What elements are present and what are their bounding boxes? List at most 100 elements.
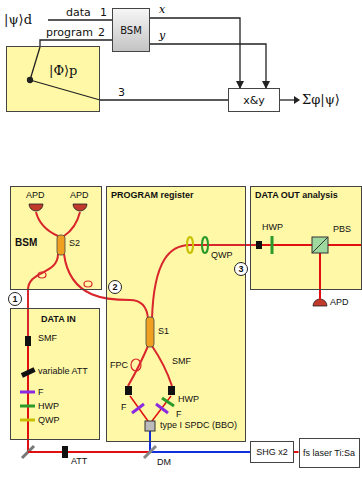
program-state-box: |Φ⟩p [6, 46, 100, 112]
node-label: BSM [15, 237, 37, 248]
part-name: HWP [262, 222, 283, 232]
node-label: DATA OUT analysis [255, 190, 338, 200]
detectors [29, 204, 327, 306]
bsm-box: BSM [112, 8, 150, 52]
pump-path [28, 431, 250, 458]
part-name: DM [157, 457, 171, 467]
entangled-source [28, 47, 101, 100]
variable-attenuator [21, 367, 36, 377]
signal-name: y [158, 30, 166, 42]
fiber-loop [38, 272, 46, 278]
node-label: BSM [120, 25, 142, 36]
fiber-coupler-lens [168, 386, 175, 395]
collimator [25, 336, 31, 346]
part-name: FPC [110, 360, 128, 370]
half-wave-plate [20, 405, 35, 408]
splitter-diagonal [312, 237, 328, 253]
part-name: SMF [38, 333, 57, 343]
program-fill [6, 46, 100, 112]
connector [150, 44, 266, 88]
node-label: fs laser Ti:Sa [303, 448, 355, 458]
connector [100, 99, 228, 100]
data-in-fill [10, 308, 100, 440]
part-name: PBS [333, 224, 351, 234]
wire-name: program [46, 26, 93, 39]
signal-name: x [158, 4, 166, 16]
bbo-crystal [145, 421, 155, 431]
fiber [152, 346, 172, 386]
connector [150, 18, 240, 88]
callout-number: 3 [234, 262, 248, 276]
fibers [28, 212, 256, 386]
program-register-fill [106, 186, 246, 442]
part-name: S2 [69, 238, 80, 248]
data-out-region: DATA OUT analysis [250, 186, 362, 290]
part-name: HWP [38, 401, 59, 411]
blue-beam [150, 451, 250, 453]
part-name: QWP [211, 250, 233, 260]
fiber-coupler [146, 317, 154, 347]
fiber-coupler [57, 235, 65, 255]
source-branch [30, 80, 100, 100]
part-name: HWP [178, 394, 199, 404]
photon-path [152, 396, 171, 421]
filter [132, 404, 144, 413]
part-name: F [38, 387, 44, 397]
fiber-loop [131, 359, 141, 371]
paddle [202, 237, 208, 253]
attenuator [62, 446, 68, 458]
apd-detector [29, 204, 43, 211]
shg-box: SHG x2 [250, 441, 294, 463]
part-name: SMF [172, 356, 191, 366]
filter [156, 404, 168, 413]
region-fills [6, 46, 362, 442]
apd-detector [73, 204, 87, 211]
output-arrowhead [294, 96, 300, 104]
callout-number: 2 [108, 280, 122, 294]
node-label: |Φ⟩p [49, 63, 77, 78]
wire-number: 3 [118, 86, 125, 99]
quarter-wave-plate [20, 419, 35, 422]
beam [319, 252, 321, 300]
fiber [64, 212, 80, 236]
paddle [187, 237, 193, 253]
fiber [152, 245, 256, 318]
half-wave-plate [162, 398, 174, 406]
photon-path [130, 396, 148, 421]
part-name: S1 [158, 326, 169, 336]
fiber [36, 212, 58, 236]
wire-number: 1 [100, 6, 107, 19]
input-state: |ψ⟩d [4, 12, 32, 27]
output-wire [280, 99, 294, 100]
dichroic-mirror [144, 446, 156, 458]
logic-box: x&y [228, 88, 280, 112]
callout-number: 1 [8, 292, 22, 306]
red-beam [28, 451, 150, 453]
apd-detector [313, 299, 327, 306]
wire-number: 2 [98, 26, 105, 39]
fiber-paddles [187, 237, 208, 253]
part-name: APD [330, 297, 349, 307]
bsm-fill [10, 186, 102, 290]
filter [20, 391, 35, 394]
polarizing-beam-splitter [312, 237, 328, 253]
part-name: APD [70, 190, 89, 200]
collimator [256, 241, 262, 249]
data-out-optics [256, 236, 362, 300]
program-region: PROGRAM register [106, 186, 246, 442]
part-name: QWP [38, 415, 60, 425]
output-state: Σφ|ψ⟩ [302, 92, 340, 107]
data-wire [48, 19, 112, 20]
node-label: PROGRAM register [111, 190, 194, 200]
bsm-region: BSM [10, 186, 102, 290]
fiber-coupler-lens [125, 386, 132, 395]
fiber [128, 346, 148, 386]
part-name: F [121, 402, 127, 412]
beam [27, 346, 29, 452]
part-name: F [176, 409, 182, 419]
fiber-loop [84, 281, 92, 287]
half-wave-plate [271, 236, 274, 254]
part-name: APD [26, 190, 45, 200]
node-label: DATA IN [41, 314, 76, 324]
